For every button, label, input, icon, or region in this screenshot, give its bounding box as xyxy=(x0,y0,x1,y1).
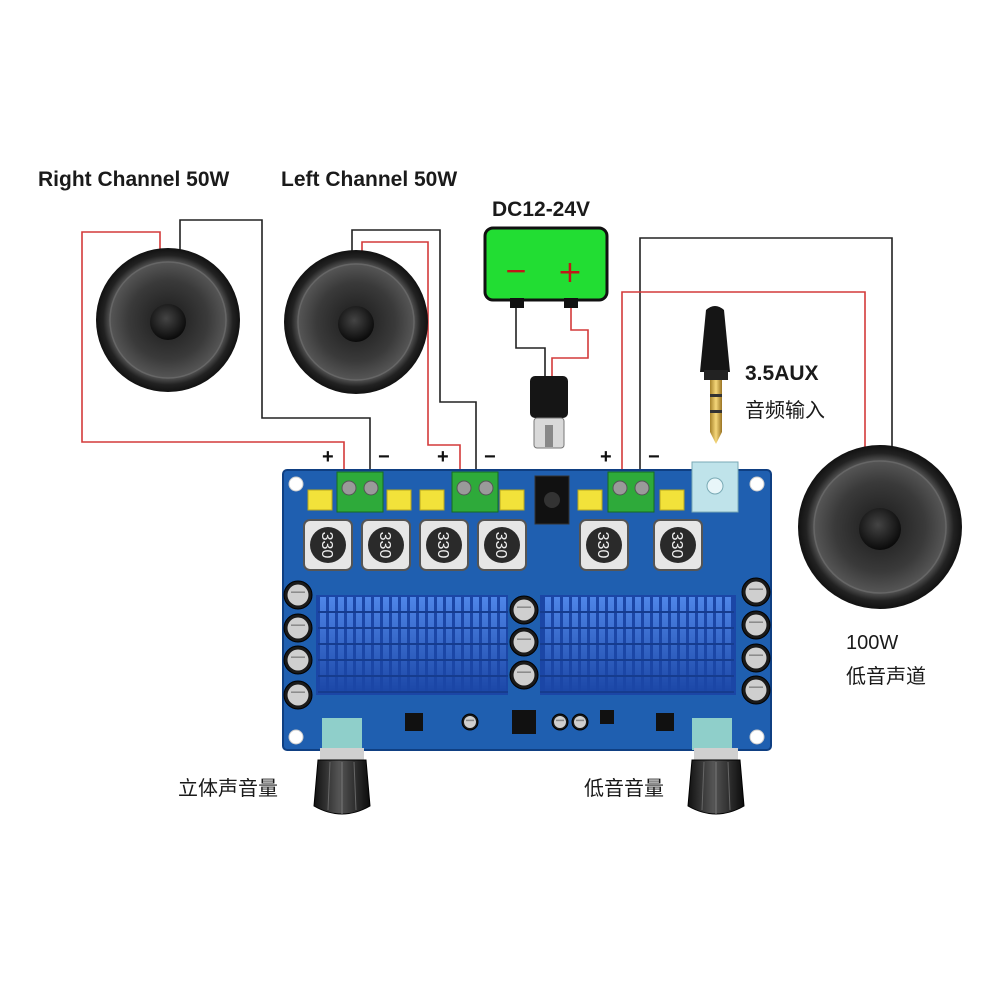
inductor-marking: 330 xyxy=(318,532,335,559)
wire-battery-black xyxy=(515,305,546,378)
right-channel-label: Right Channel 50W xyxy=(38,168,230,191)
left-channel-label: Left Channel 50W xyxy=(281,168,458,191)
sub-minus-sign: − xyxy=(648,446,660,468)
terminal-block-right xyxy=(336,471,384,513)
electrolytic-capacitor xyxy=(461,713,479,731)
ic-chips xyxy=(405,710,674,734)
inductor: 330 xyxy=(579,519,629,571)
electrolytic-capacitor xyxy=(283,613,313,643)
sub-plus-sign: + xyxy=(600,446,612,468)
aux-jack-plug xyxy=(700,306,730,444)
subwoofer-channel-label: 低音声道 xyxy=(846,664,926,688)
dc-plug xyxy=(530,376,568,449)
yellow-capacitors xyxy=(307,489,685,511)
inductor-marking: 330 xyxy=(594,532,611,559)
wire-left-red xyxy=(361,241,461,472)
electrolytic-capacitor xyxy=(509,660,539,690)
wire-battery-red xyxy=(551,305,589,378)
battery-minus-sign: − xyxy=(504,254,527,287)
electrolytic-capacitor xyxy=(551,713,569,731)
bass-pot-base xyxy=(692,718,732,750)
wire-right-black xyxy=(179,219,371,472)
left-plus-sign: + xyxy=(437,446,449,468)
wires xyxy=(81,219,893,472)
aux-input-cn-label: 音频输入 xyxy=(745,398,825,422)
electrolytic-capacitor xyxy=(571,713,589,731)
terminal-block-sub xyxy=(607,471,655,513)
aux-input-label: 3.5AUX xyxy=(745,362,819,385)
battery-plus-sign: + xyxy=(557,255,582,290)
inductor: 330 xyxy=(361,519,411,571)
amplifier-board: 330 330 330 330 330 330 xyxy=(282,461,772,751)
inductor: 330 xyxy=(477,519,527,571)
electrolytic-capacitor xyxy=(741,675,771,705)
left-minus-sign: − xyxy=(484,446,496,468)
stereo-volume-label: 立体声音量 xyxy=(178,776,278,800)
terminal-block-left xyxy=(451,471,499,513)
electrolytic-capacitor xyxy=(741,577,771,607)
wire-sub-red xyxy=(621,291,866,472)
wire-left-black xyxy=(351,229,477,472)
electrolytic-capacitor xyxy=(509,627,539,657)
inductor-marking: 330 xyxy=(376,532,393,559)
power-supply-label: DC12-24V xyxy=(492,198,591,221)
bass-volume-label: 低音音量 xyxy=(584,776,664,800)
battery: − + xyxy=(483,226,609,308)
speaker-subwoofer xyxy=(798,445,962,609)
electrolytic-capacitors xyxy=(283,577,771,731)
wire-sub-black xyxy=(639,237,893,472)
electrolytic-capacitor xyxy=(283,580,313,610)
inductor-marking: 330 xyxy=(492,532,509,559)
inductor: 330 xyxy=(653,519,703,571)
stereo-pot-base xyxy=(322,718,362,750)
inductor: 330 xyxy=(303,519,353,571)
stereo-volume-knob[interactable] xyxy=(313,748,371,815)
aux-socket xyxy=(691,461,739,513)
speaker-right xyxy=(96,248,240,392)
wire-right-red xyxy=(81,231,345,472)
right-minus-sign: − xyxy=(378,446,390,468)
electrolytic-capacitor xyxy=(509,595,539,625)
electrolytic-capacitor xyxy=(741,610,771,640)
inductor: 330 xyxy=(419,519,469,571)
subwoofer-power-label: 100W xyxy=(846,632,899,654)
bass-volume-knob[interactable] xyxy=(687,748,745,815)
right-plus-sign: + xyxy=(322,446,334,468)
electrolytic-capacitor xyxy=(741,643,771,673)
inductor-marking: 330 xyxy=(434,532,451,559)
inductors: 330 330 330 330 330 330 xyxy=(303,519,703,571)
electrolytic-capacitor xyxy=(283,680,313,710)
inductor-marking: 330 xyxy=(668,532,685,559)
electrolytic-capacitor xyxy=(283,645,313,675)
speaker-left xyxy=(284,250,428,394)
